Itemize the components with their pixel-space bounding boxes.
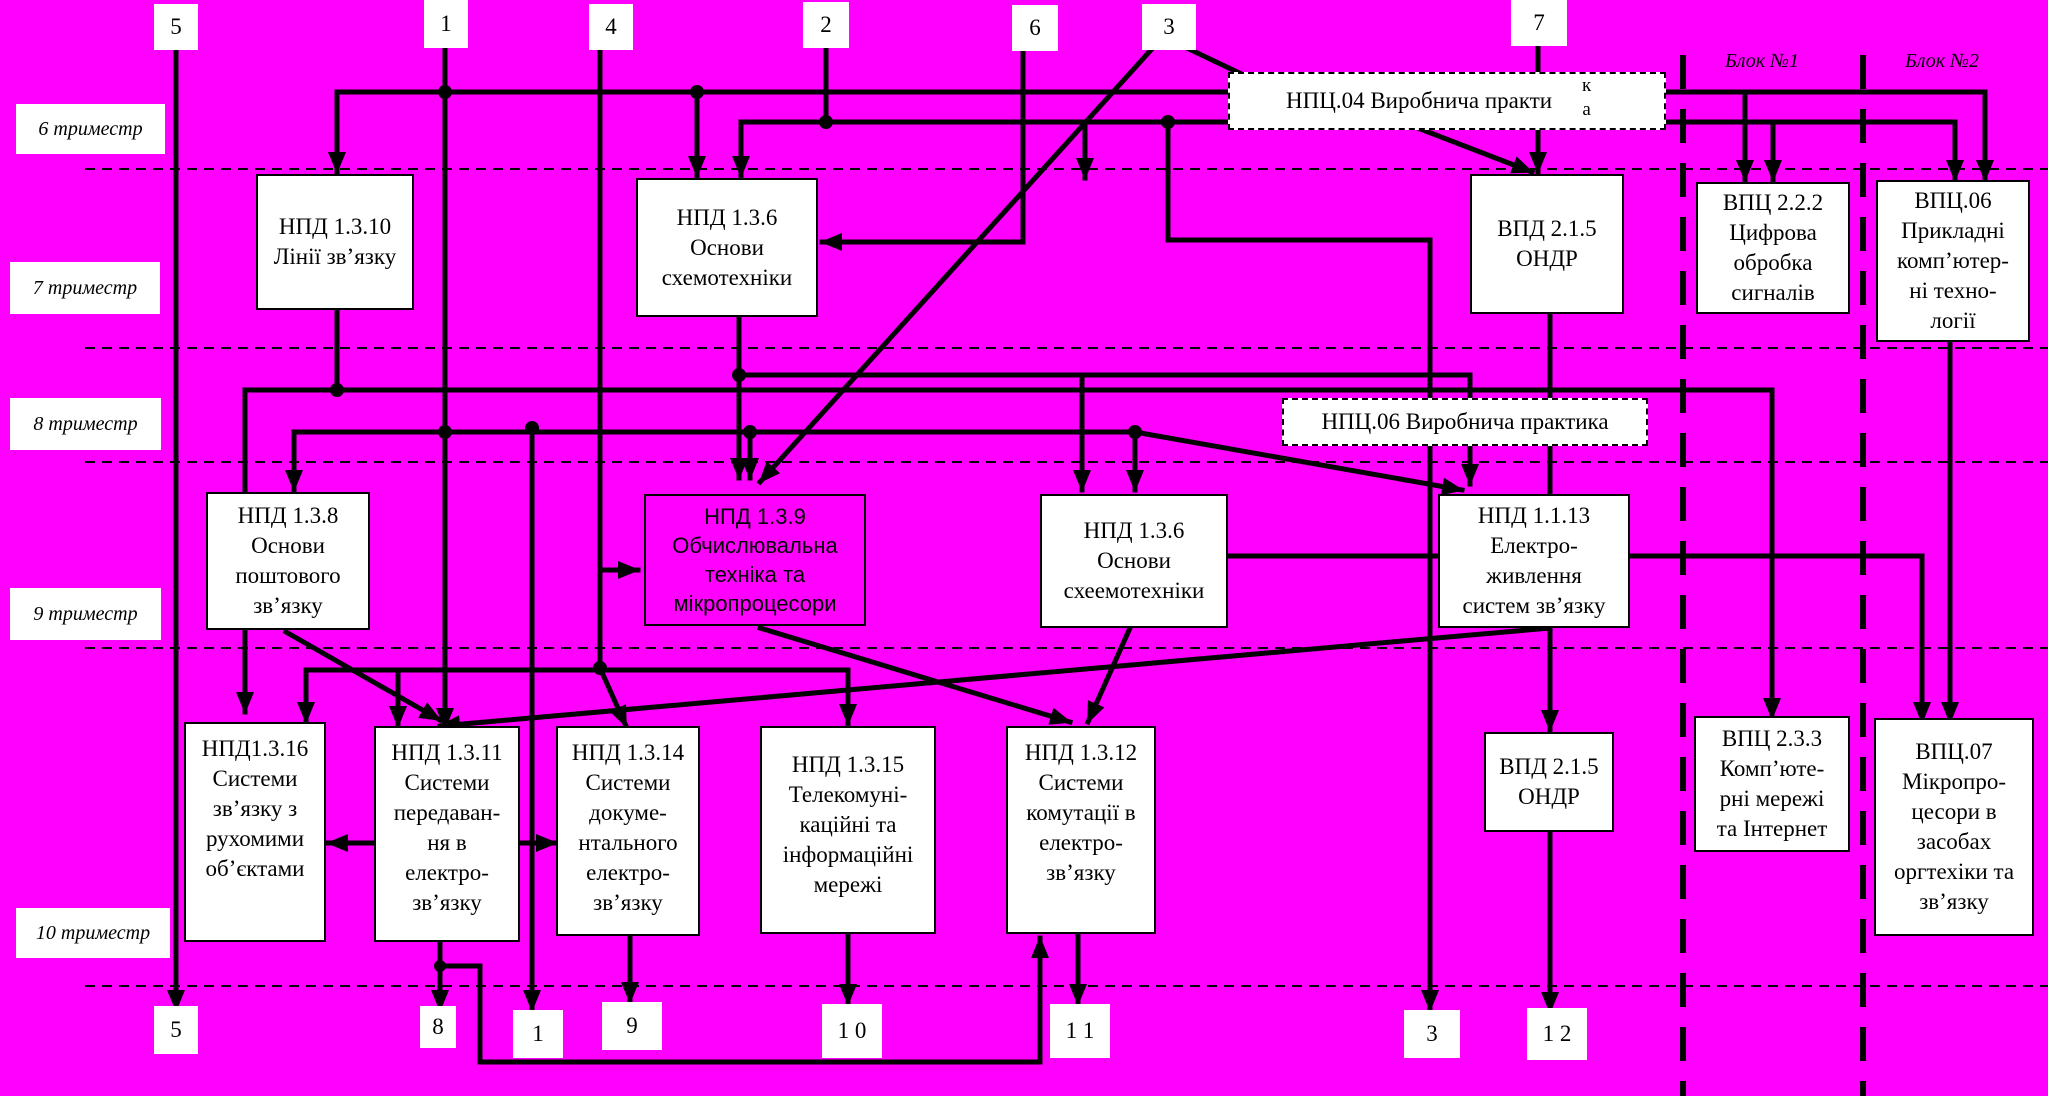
course-npd-1-3-16: НПД1.3.16 Системи зв’язку з рухомими об’… [184,722,326,942]
bottom-tag-10: 1 0 [822,1004,882,1058]
practice-npts-04-suffix: к а [1582,75,1592,120]
top-tag-2: 2 [803,2,849,48]
term-label-7: 7 триместр [10,262,160,314]
course-npd-1-1-13: НПД 1.1.13 Електро- живлення систем зв’я… [1438,494,1630,628]
bottom-tag-5: 5 [154,1006,198,1054]
top-tag-3: 3 [1142,4,1196,50]
course-npd-1-1-13-label: НПД 1.1.13 Електро- живлення систем зв’я… [1462,503,1606,618]
bottom-tag-1: 1 [513,1010,563,1058]
course-npd-1-3-11: НПД 1.3.11 Системи передаван- ня в елект… [374,726,520,942]
course-npd-1-3-9-label: НПД 1.3.9 Обчислювальна техніка та мікро… [672,504,838,616]
course-npd-1-3-10: НПД 1.3.10 Лінії зв’язку [256,174,414,310]
practice-npts-06-label: НПЦ.06 Виробнича практика [1321,409,1609,434]
course-npd-1-3-12-label: НПД 1.3.12 Системи комутації в електро- … [1024,740,1138,885]
course-vpd-2-1-5-bottom: ВПД 2.1.5 ОНДР [1484,732,1614,832]
course-npd-1-3-6-mid: НПД 1.3.6 Основи схеемотехніки [1040,494,1228,628]
term-label-8: 8 триместр [10,398,161,450]
course-npd-1-3-15-label: НПД 1.3.15 Телекомуні- каційні та інформ… [782,752,914,897]
top-tag-1: 1 [424,0,468,48]
bottom-tag-3: 3 [1404,1010,1460,1058]
course-npd-1-3-8-label: НПД 1.3.8 Основи поштового зв’язку [235,503,341,618]
course-npd-1-3-8: НПД 1.3.8 Основи поштового зв’язку [206,492,370,630]
top-tag-4: 4 [589,4,633,50]
course-npd-1-3-15: НПД 1.3.15 Телекомуні- каційні та інформ… [760,726,936,934]
course-npd-1-3-16-label: НПД1.3.16 Системи зв’язку з рухомими об’… [201,736,309,881]
course-vpts-06: ВПЦ.06 Прикладні комп’ютер- ні техно- ло… [1876,180,2030,342]
course-vpts-2-2-2: ВПЦ 2.2.2 Цифрова обробка сигналів [1696,182,1850,314]
top-tag-6: 6 [1012,5,1058,51]
course-npd-1-3-11-label: НПД 1.3.11 Системи передаван- ня в елект… [391,740,503,915]
bottom-tag-11: 1 1 [1050,1004,1110,1058]
course-npd-1-3-12: НПД 1.3.12 Системи комутації в електро- … [1006,726,1156,934]
course-vpts-06-label: ВПЦ.06 Прикладні комп’ютер- ні техно- ло… [1897,188,2009,333]
block-label-1: Блок №1 [1725,50,1799,72]
course-vpts-2-2-2-label: ВПЦ 2.2.2 Цифрова обробка сигналів [1722,190,1824,305]
term-label-6: 6 триместр [16,104,165,154]
term-label-10: 10 триместр [16,908,170,958]
course-npd-1-3-6-top: НПД 1.3.6 Основи схемотехніки [636,178,818,317]
course-npd-1-3-10-label: НПД 1.3.10 Лінії зв’язку [273,214,397,269]
course-vpts-2-3-3-label: ВПЦ 2.3.3 Комп’юте- рні мережі та Інтерн… [1716,726,1828,841]
block-separators [1680,55,1866,1096]
top-tag-7: 7 [1511,0,1567,46]
term-label-9: 9 триместр [10,588,161,640]
course-npd-1-3-14: НПД 1.3.14 Системи докуме- нтального еле… [556,726,700,936]
practice-npts-06: НПЦ.06 Виробнича практика [1282,398,1648,446]
junctions [330,85,1175,972]
course-vpd-2-1-5-top-label: ВПД 2.1.5 ОНДР [1497,216,1597,271]
bottom-tag-12: 1 2 [1527,1008,1587,1060]
course-vpts-2-3-3: ВПЦ 2.3.3 Комп’юте- рні мережі та Інтерн… [1694,716,1850,852]
course-npd-1-3-14-label: НПД 1.3.14 Системи докуме- нтального еле… [571,740,685,915]
practice-npts-04-label: НПЦ.04 Виробнича практи [1286,88,1553,113]
course-vpts-07: ВПЦ.07 Мікропро- цесори в засобах оргтех… [1874,718,2034,936]
block-label-2: Блок №2 [1905,50,1979,72]
course-vpd-2-1-5-bottom-label: ВПД 2.1.5 ОНДР [1499,754,1599,809]
course-vpts-07-label: ВПЦ.07 Мікропро- цесори в засобах оргтех… [1893,739,2015,914]
top-tag-5: 5 [154,4,198,50]
course-npd-1-3-6-top-label: НПД 1.3.6 Основи схемотехніки [661,204,793,290]
course-npd-1-3-9: НПД 1.3.9 Обчислювальна техніка та мікро… [644,494,866,626]
practice-npts-04: НПЦ.04 Виробнича практи к а [1228,72,1666,130]
course-npd-1-3-6-mid-label: НПД 1.3.6 Основи схеемотехніки [1063,518,1205,603]
trimester-separators [85,168,2048,987]
course-vpd-2-1-5-top: ВПД 2.1.5 ОНДР [1470,174,1624,314]
bottom-tag-8: 8 [420,1006,456,1048]
bottom-tag-9: 9 [602,1002,662,1050]
